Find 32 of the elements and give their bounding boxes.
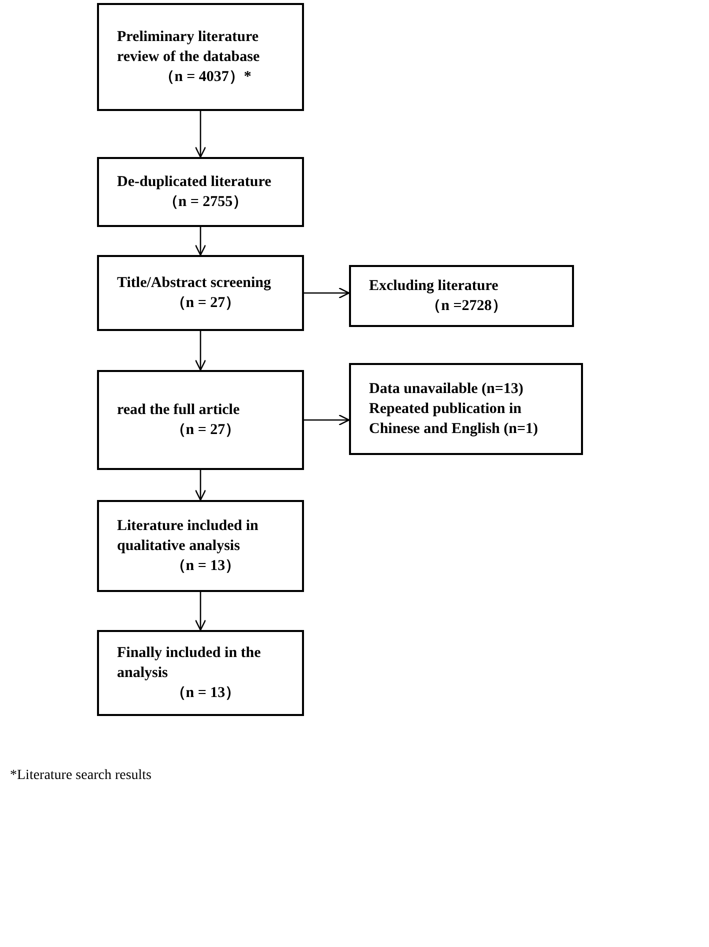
box-title: De-duplicated literature [117, 173, 272, 192]
count-text: （n = 27） [170, 421, 242, 440]
process-box [349, 265, 574, 327]
box-title: Title/Abstract screening [117, 274, 272, 293]
arrow [194, 592, 206, 631]
arrow [194, 111, 206, 158]
arrow [304, 414, 350, 426]
box-title: read the full article [117, 401, 241, 420]
process-box [349, 363, 583, 455]
arrow [194, 227, 206, 256]
box-title: Excluding literature [369, 277, 500, 296]
process-box [97, 255, 304, 331]
process-box [97, 630, 304, 716]
process-box [97, 370, 304, 470]
box-title: Literature included in qualitative analysis [117, 517, 260, 556]
box-title: Data unavailable (n=13) [369, 380, 524, 399]
arrow [194, 470, 206, 501]
box-title: Finally included in the analysis [117, 644, 262, 683]
arrow [194, 331, 206, 371]
count-text: （n = 13） [170, 557, 242, 576]
count-text: （n = 2755） [162, 193, 249, 212]
footnote: *Literature search results [10, 768, 152, 784]
process-box [97, 3, 304, 111]
count-text: （n = 4037）* [158, 68, 252, 87]
arrow [304, 287, 350, 299]
count-text: （n = 13） [170, 684, 242, 703]
box-text: Repeated publication in Chinese and English (n=1) [369, 400, 540, 439]
process-box [97, 157, 304, 227]
box-title: Preliminary literature review of the database [117, 28, 261, 67]
count-text: （n = 27） [170, 294, 242, 313]
box-text: （n =2728） [425, 297, 508, 316]
process-box [97, 500, 304, 592]
